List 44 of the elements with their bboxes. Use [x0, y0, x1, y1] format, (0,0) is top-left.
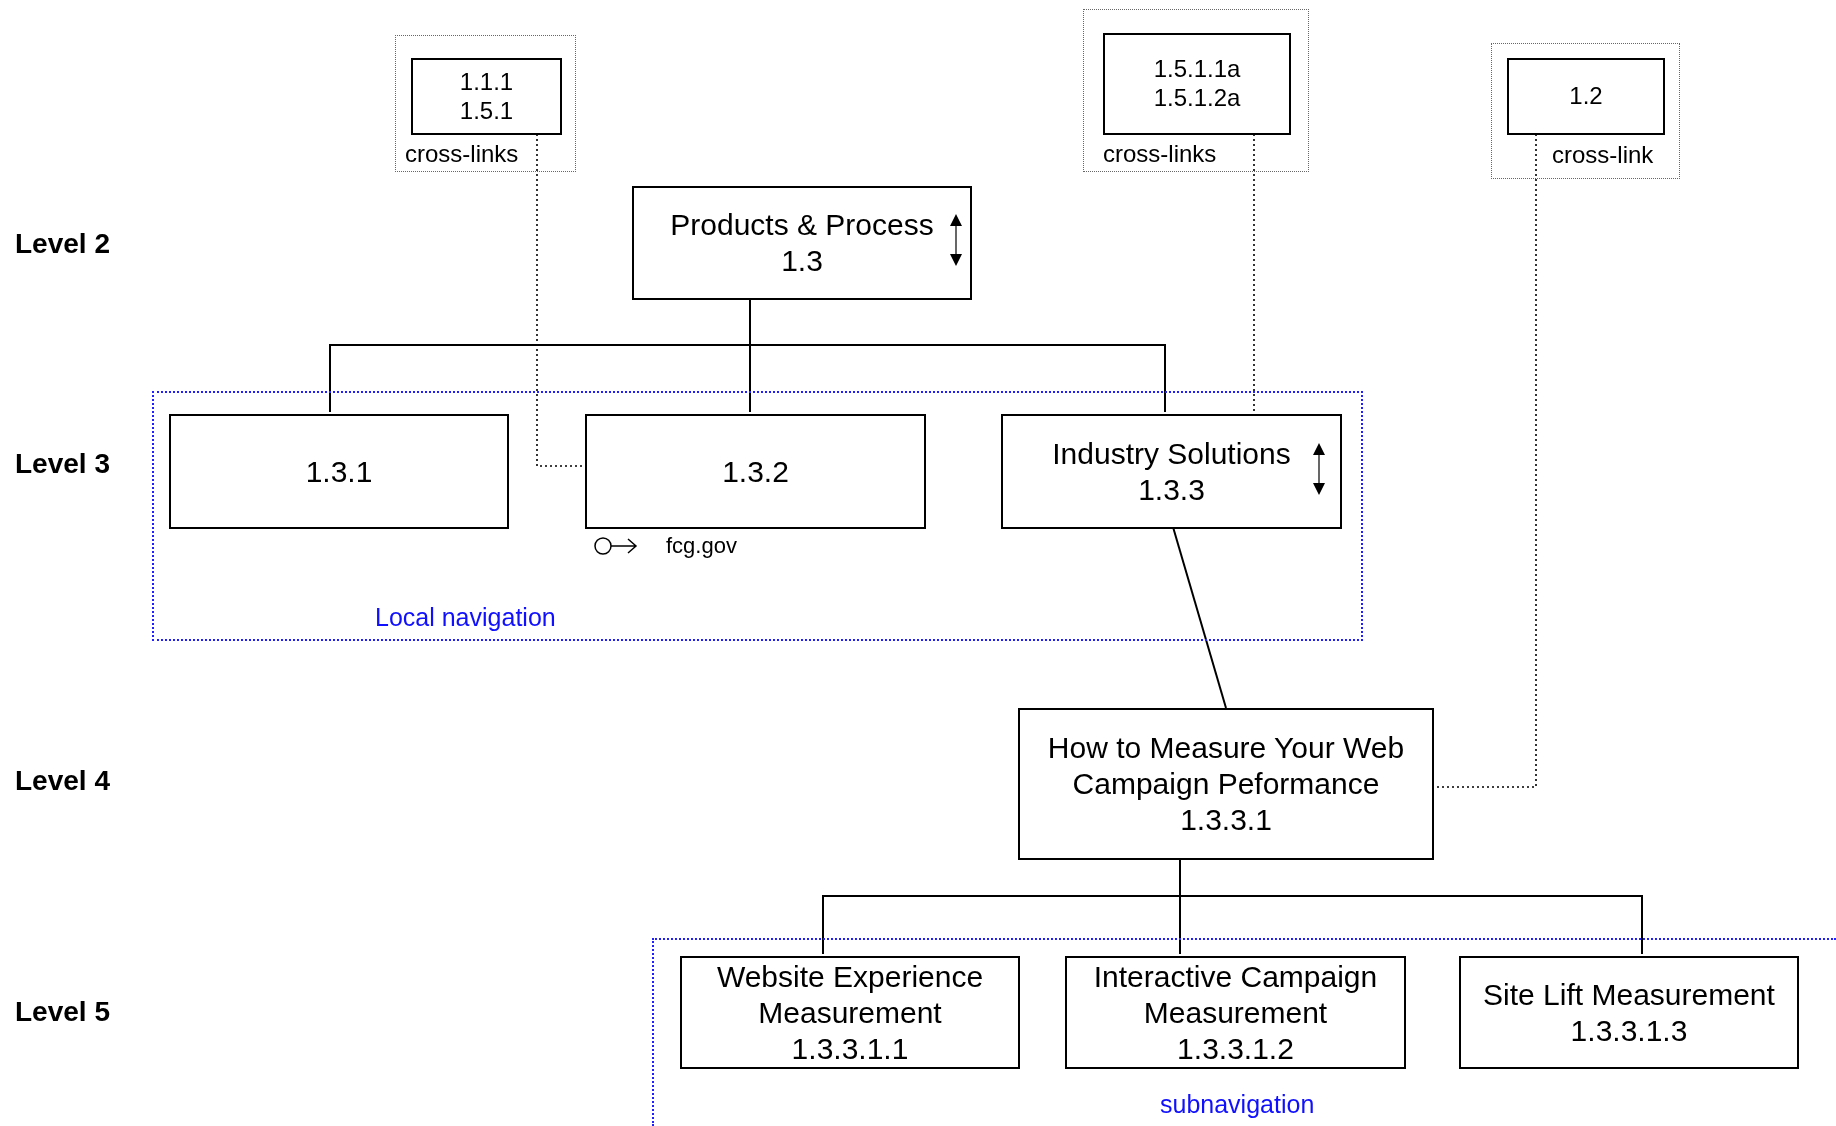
page-number: 1.3.3.1 — [1180, 802, 1272, 838]
level-label: Level 4 — [15, 765, 110, 797]
page-title: 1.1.1 — [459, 67, 514, 97]
page-box — [169, 414, 509, 529]
group-label: cross-links — [1103, 140, 1217, 168]
page-box — [1459, 956, 1799, 1069]
region-label: Local navigation — [375, 603, 556, 632]
page-title: Interactive Campaign Measurement — [1092, 958, 1379, 1031]
page-box — [1001, 414, 1342, 529]
region-label: subnavigation — [1160, 1090, 1315, 1119]
page-number: 1.3.3.1.1 — [791, 1030, 909, 1067]
cross-link-group — [395, 35, 576, 172]
page-title: How to Measure Your Web Campaign Peformance — [1046, 730, 1406, 802]
page-title: Industry Solutions — [1052, 435, 1291, 472]
page-box — [680, 956, 1020, 1069]
page-number: 1.5.1.2a — [1153, 84, 1241, 113]
page-number: 1.3.3.1.3 — [1570, 1012, 1688, 1049]
link-text: fcg.gov — [666, 533, 737, 559]
page-box — [1507, 58, 1665, 135]
page-box — [1065, 956, 1406, 1069]
navigation-region — [652, 938, 1836, 1126]
level-label: Level 3 — [15, 448, 110, 480]
page-box — [1103, 33, 1291, 135]
cross-link-group — [1083, 9, 1309, 172]
cross-link-group — [1491, 43, 1680, 179]
page-box — [1018, 708, 1434, 860]
navigation-region — [152, 391, 1363, 641]
page-number: 1.3.3 — [1138, 471, 1205, 508]
level-label: Level 5 — [15, 996, 110, 1028]
page-number: 1.5.1 — [459, 96, 514, 126]
page-box — [411, 58, 562, 135]
group-label: cross-link — [1552, 141, 1654, 169]
page-title: 1.3.1 — [305, 453, 373, 490]
page-title: 1.5.1.1a — [1153, 55, 1241, 84]
page-number: 1.3 — [781, 243, 823, 279]
page-title: Products & Process — [670, 207, 934, 243]
page-title: Website Experience Measurement — [715, 958, 985, 1031]
page-number: 1.3.3.1.2 — [1177, 1030, 1294, 1067]
page-title: 1.3.2 — [722, 453, 789, 490]
page-box — [632, 186, 972, 300]
page-title: Site Lift Measurement — [1483, 976, 1775, 1013]
page-title: 1.2 — [1569, 82, 1603, 111]
group-label: cross-links — [405, 140, 519, 168]
level-label: Level 2 — [15, 228, 110, 260]
